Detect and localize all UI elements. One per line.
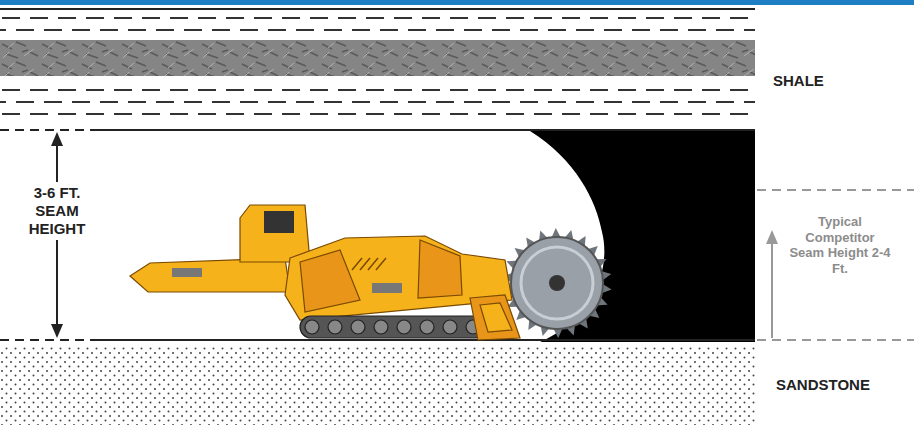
competitor-dimension (757, 190, 914, 340)
track-wheel (443, 320, 457, 334)
stratum-label: SHALE (773, 72, 824, 90)
stratum-label: SANDSTONE (776, 376, 870, 394)
track-wheel (420, 320, 434, 334)
dimension-label: Typical Competitor Seam Height 2-4 Ft. (788, 214, 892, 276)
track-wheel (374, 320, 388, 334)
track-wheel (351, 320, 365, 334)
sandstone-strata (0, 340, 755, 425)
track-wheel (305, 320, 319, 334)
shale-strata (0, 9, 755, 130)
continuous-miner (130, 205, 520, 340)
header-bar (0, 0, 914, 5)
dimension-label: 3-6 FT. SEAM HEIGHT (17, 182, 97, 240)
track-wheel (397, 320, 411, 334)
track-wheel (328, 320, 342, 334)
cutter-drum (502, 228, 611, 338)
